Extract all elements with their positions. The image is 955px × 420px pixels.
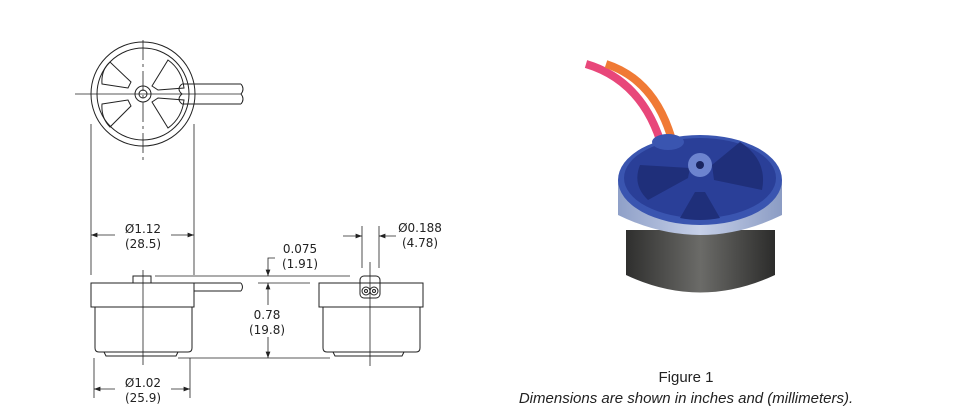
figure-label: Figure 1 — [658, 369, 714, 386]
base-diameter-inch: Ø1.02 — [125, 376, 161, 390]
port-diameter-inch: Ø0.188 — [398, 221, 442, 235]
top-diameter-mm: (28.5) — [125, 237, 161, 251]
base-diameter-mm: (25.9) — [125, 391, 161, 405]
top-view — [75, 40, 244, 160]
front-view: Ø0.188 (4.78) — [318, 221, 442, 366]
figure-note: Dimensions are shown in inches and (mill… — [518, 390, 854, 407]
port-height-inch: 0.075 — [283, 242, 317, 256]
top-diameter-dimension: Ø1.12 (28.5) — [90, 124, 195, 275]
sensor-photo — [584, 60, 782, 293]
side-view — [90, 270, 350, 365]
port-diameter-mm: (4.78) — [402, 236, 438, 250]
body-height-inch: 0.78 — [254, 308, 281, 322]
height-dimensions: 0.075 (1.91) 0.78 (19.8) — [178, 242, 330, 359]
base-diameter-dimension: Ø1.02 (25.9) — [93, 358, 191, 405]
top-diameter-inch: Ø1.12 — [125, 222, 161, 236]
body-height-mm: (19.8) — [249, 323, 285, 337]
port-height-mm: (1.91) — [282, 257, 318, 271]
